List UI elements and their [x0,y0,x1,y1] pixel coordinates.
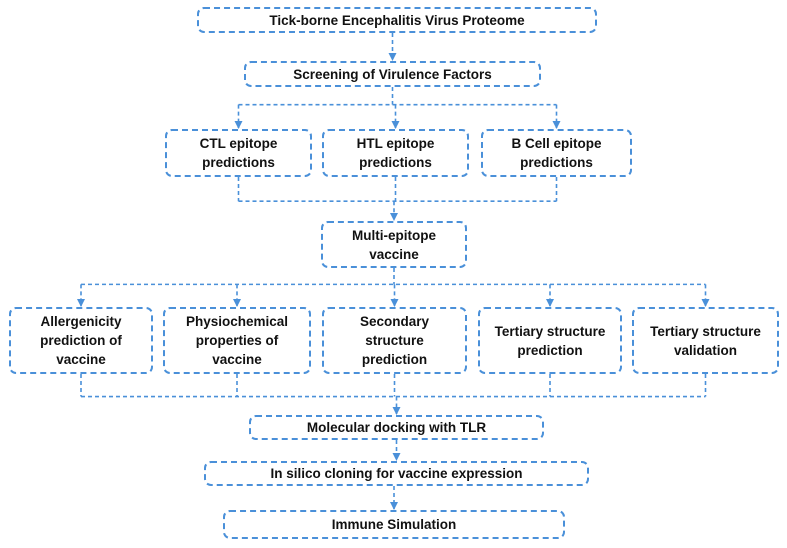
node-b-cell-epitope-predictions: B Cell epitope predictions [481,129,632,177]
node-physiochemical-properties: Physiochemical properties of vaccine [163,307,311,374]
node-tertiary-structure-validation: Tertiary structure validation [632,307,779,374]
node-htl-epitope-predictions: HTL epitope predictions [322,129,469,177]
node-molecular-docking-tlr: Molecular docking with TLR [249,415,544,440]
node-ctl-epitope-predictions: CTL epitope predictions [165,129,312,177]
node-secondary-structure-prediction: Secondary structure prediction [322,307,467,374]
node-proteome: Tick-borne Encephalitis Virus Proteome [197,7,597,33]
node-allergenicity-prediction: Allergenicity prediction of vaccine [9,307,153,374]
node-in-silico-cloning: In silico cloning for vaccine expression [204,461,589,486]
node-multi-epitope-vaccine: Multi-epitope vaccine [321,221,467,268]
node-tertiary-structure-prediction: Tertiary structure prediction [478,307,622,374]
node-screening-virulence-factors: Screening of Virulence Factors [244,61,541,87]
node-immune-simulation: Immune Simulation [223,510,565,539]
